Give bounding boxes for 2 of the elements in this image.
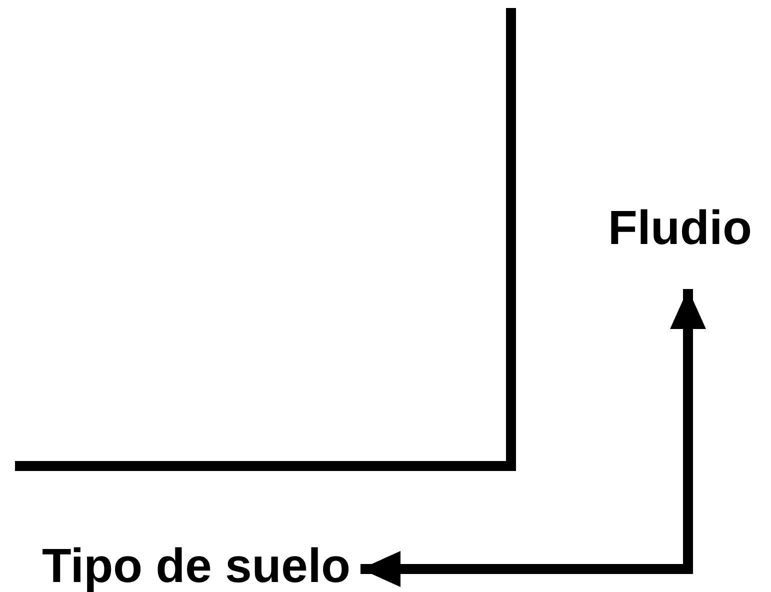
text-label: Fludio	[608, 205, 752, 289]
arrow	[360, 289, 706, 587]
